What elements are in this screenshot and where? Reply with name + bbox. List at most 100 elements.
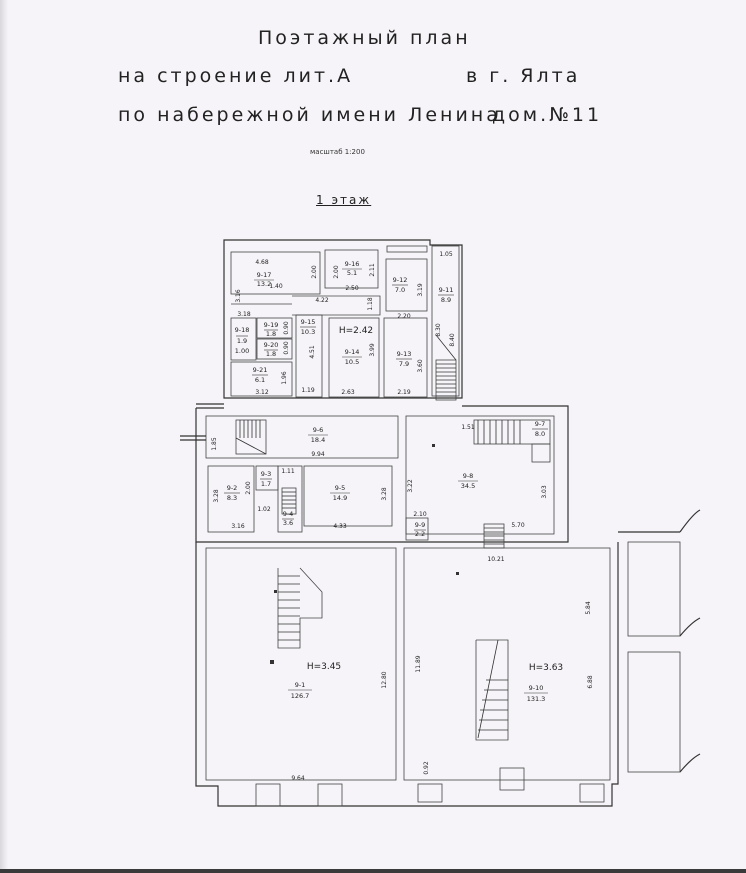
dim-4-33: 4.33 [333,523,347,530]
dim-1-11: 1.11 [281,468,295,475]
dim-3-16: 3.16 [235,289,242,303]
plan-street: по набережной имени Ленина [118,104,501,126]
room-9-17-area: 13.2 [257,280,271,288]
height-mark-room-9-1: H=3.45 [307,662,341,672]
room-9-6-id: 9-6 [313,426,324,434]
room-9-4-area: 3.6 [283,519,293,527]
room-9-13-id: 9-13 [397,350,412,358]
dim-4-22: 4.22 [315,297,329,304]
room-9-7-area: 8.0 [535,430,545,438]
floor-label: 1 этаж [316,193,372,207]
room-9-3-area: 1.7 [261,480,271,488]
room-9-1-id: 9-1 [295,681,306,689]
middle-block-walls [180,403,569,543]
dim-3-99: 3.99 [369,343,376,357]
plan-house-number: дом.№11 [492,104,603,126]
room-9-20-id: 9-20 [264,341,279,349]
room-9-13-area: 7.9 [399,360,409,368]
room-9-9-area: 2.2 [415,530,425,538]
dim-2-10: 2.10 [413,511,427,518]
dim-0-92: 0.92 [423,761,430,775]
upper-block-walls [223,239,463,399]
height-mark-room-9-10: H=3.63 [529,663,563,673]
room-9-8-id: 9-8 [463,472,474,480]
dim-3-12: 3.12 [255,389,269,396]
plan-city: в г. Ялта [466,65,581,87]
room-9-10-id: 9-10 [529,684,544,692]
dim-1-18: 1.18 [367,297,374,311]
dim-1-51: 1.51 [461,424,475,431]
dim-1-40: 1.40 [269,283,283,290]
dim-11-89: 11.89 [415,655,422,672]
room-9-18-area: 1.9 [237,337,247,345]
dim-3-18: 3.18 [237,311,251,318]
dim-12-80: 12.80 [381,671,388,688]
plan-building: на строение лит.А [118,65,354,87]
dim-3-22: 3.22 [407,479,414,493]
dim-2-00c: 2.00 [245,481,252,495]
room-9-15-id: 9-15 [301,318,316,326]
dim-2-00b: 2.00 [333,265,340,279]
room-9-6-area: 18.4 [311,436,325,444]
room-9-11-area: 8.9 [441,296,451,304]
dim-4-51: 4.51 [309,345,316,359]
stair-entry [483,523,505,549]
dim-8-40: 8.40 [449,333,456,347]
dim-1-05: 1.05 [439,251,453,258]
dim-1-96: 1.96 [281,371,288,385]
dim-5-84: 5.84 [585,601,592,615]
stair-middle-left [235,419,267,455]
dim-2-19: 2.19 [397,389,411,396]
room-9-9-id: 9-9 [415,521,426,529]
height-mark-upper: H=2.42 [339,326,373,336]
page-edge-shadow [0,0,8,873]
room-9-21-area: 6.1 [255,376,265,384]
dim-2-00a: 2.00 [311,265,318,279]
dim-9-94: 9.94 [311,451,325,458]
room-9-12-id: 9-12 [393,276,408,284]
room-9-7-id: 9-7 [535,420,546,428]
dim-3-28b: 3.28 [381,487,388,501]
room-9-8-area: 34.5 [461,482,475,490]
room-9-10-area: 131.3 [527,695,546,703]
stair-lower-right [475,639,509,741]
stair-middle-small [281,487,297,515]
room-9-18-extra: 1.00 [235,347,249,355]
dim-3-03: 3.03 [541,485,548,499]
room-9-19-id: 9-19 [264,321,279,329]
room-9-11-id: 9-11 [439,286,454,294]
dim-3-16b: 3.16 [231,523,245,530]
dim-3-19: 3.19 [417,283,424,297]
dim-8-30: 8.30 [435,323,442,337]
room-9-2-id: 9-2 [227,484,238,492]
dim-5-70: 5.70 [511,522,525,529]
room-9-16-id: 9-16 [345,260,360,268]
lower-block-walls [195,509,701,807]
dim-3-60: 3.60 [417,359,424,373]
room-9-3-id: 9-3 [261,470,272,478]
dim-2-63: 2.63 [341,389,355,396]
dim-2-20: 2.20 [397,313,411,320]
dim-2-11: 2.11 [369,263,376,277]
room-9-5-id: 9-5 [335,484,346,492]
scan-bottom-edge [0,869,746,873]
dim-10-21: 10.21 [487,556,504,563]
room-9-2-area: 8.3 [227,494,237,502]
room-9-14-area: 10.5 [345,358,359,366]
dim-1-85: 1.85 [211,437,218,451]
room-9-18-id: 9-18 [235,326,250,334]
room-9-5-area: 14.9 [333,494,347,502]
dim-9-64: 9.64 [291,775,305,782]
dim-3-28a: 3.28 [213,489,220,503]
room-9-12-area: 7.0 [395,286,405,294]
room-9-21-id: 9-21 [253,366,268,374]
room-9-17-id: 9-17 [257,271,272,279]
plan-title: Поэтажный план [258,27,471,49]
stair-upper [435,334,457,401]
room-9-4-id: 9-4 [283,510,294,518]
room-9-19-area: 1.8 [266,330,276,338]
dim-1-02: 1.02 [257,506,271,513]
room-9-16-area: 5.1 [347,269,357,277]
room-9-14-id: 9-14 [345,348,360,356]
